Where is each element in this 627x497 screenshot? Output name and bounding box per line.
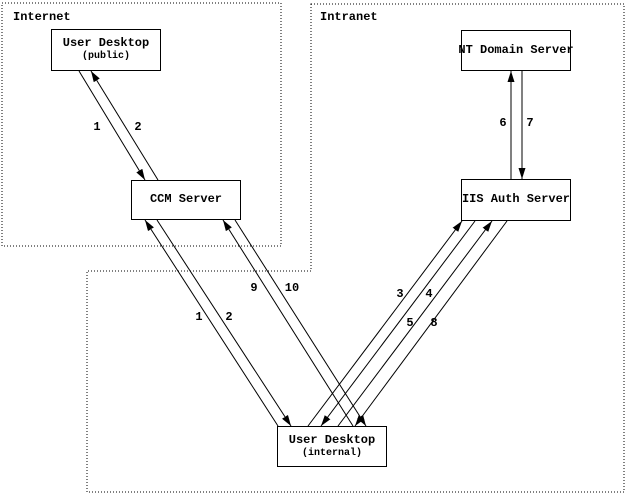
region-label-intranet: Intranet — [320, 10, 378, 24]
edge-label-10: 10 — [284, 281, 300, 295]
edge-label-6: 6 — [499, 116, 507, 130]
edge-ccm-server-to-user-desktop-public — [90, 70, 159, 181]
edge-label-5: 5 — [406, 316, 414, 330]
node-title: CCM Server — [149, 192, 222, 207]
node-iis-auth-server: IIS Auth Server — [461, 179, 571, 221]
edge-label-9: 9 — [250, 281, 258, 295]
edge-user-desktop-internal-to-ccm-server — [144, 219, 279, 427]
edge-label-8: 8 — [430, 316, 438, 330]
edge-label-4: 4 — [425, 287, 433, 301]
edge-label-1: 1 — [93, 120, 101, 134]
edge-user-desktop-internal-to-iis-auth-server — [337, 220, 493, 427]
node-title: NT Domain Server — [458, 42, 574, 57]
node-title: User Desktop — [288, 432, 376, 447]
edge-label-2: 2 — [225, 310, 233, 324]
node-nt-domain-server: NT Domain Server — [458, 30, 574, 71]
edge-ccm-server-to-user-desktop-internal — [156, 219, 292, 427]
node-title: User Desktop — [62, 36, 150, 51]
edge-label-2: 2 — [134, 120, 142, 134]
node-subtitle: (internal) — [301, 447, 362, 459]
node-ccm-server: CCM Server — [131, 180, 241, 220]
edge-iis-auth-server-to-user-desktop-internal — [320, 220, 476, 427]
node-user-desktop-public: User Desktop (public) — [51, 29, 161, 71]
edge-user-desktop-internal-to-ccm-server — [222, 219, 354, 427]
node-user-desktop-internal: User Desktop (internal) — [277, 426, 387, 467]
edge-label-1: 1 — [195, 310, 203, 324]
edge-label-3: 3 — [396, 287, 404, 301]
edge-label-7: 7 — [526, 116, 534, 130]
edge-ccm-server-to-user-desktop-internal — [234, 219, 367, 427]
region-label-internet: Internet — [13, 10, 71, 24]
node-subtitle: (public) — [81, 51, 130, 63]
region-outline-intranet — [86, 3, 625, 493]
node-title: IIS Auth Server — [461, 192, 571, 207]
edge-user-desktop-internal-to-iis-auth-server — [307, 220, 463, 427]
